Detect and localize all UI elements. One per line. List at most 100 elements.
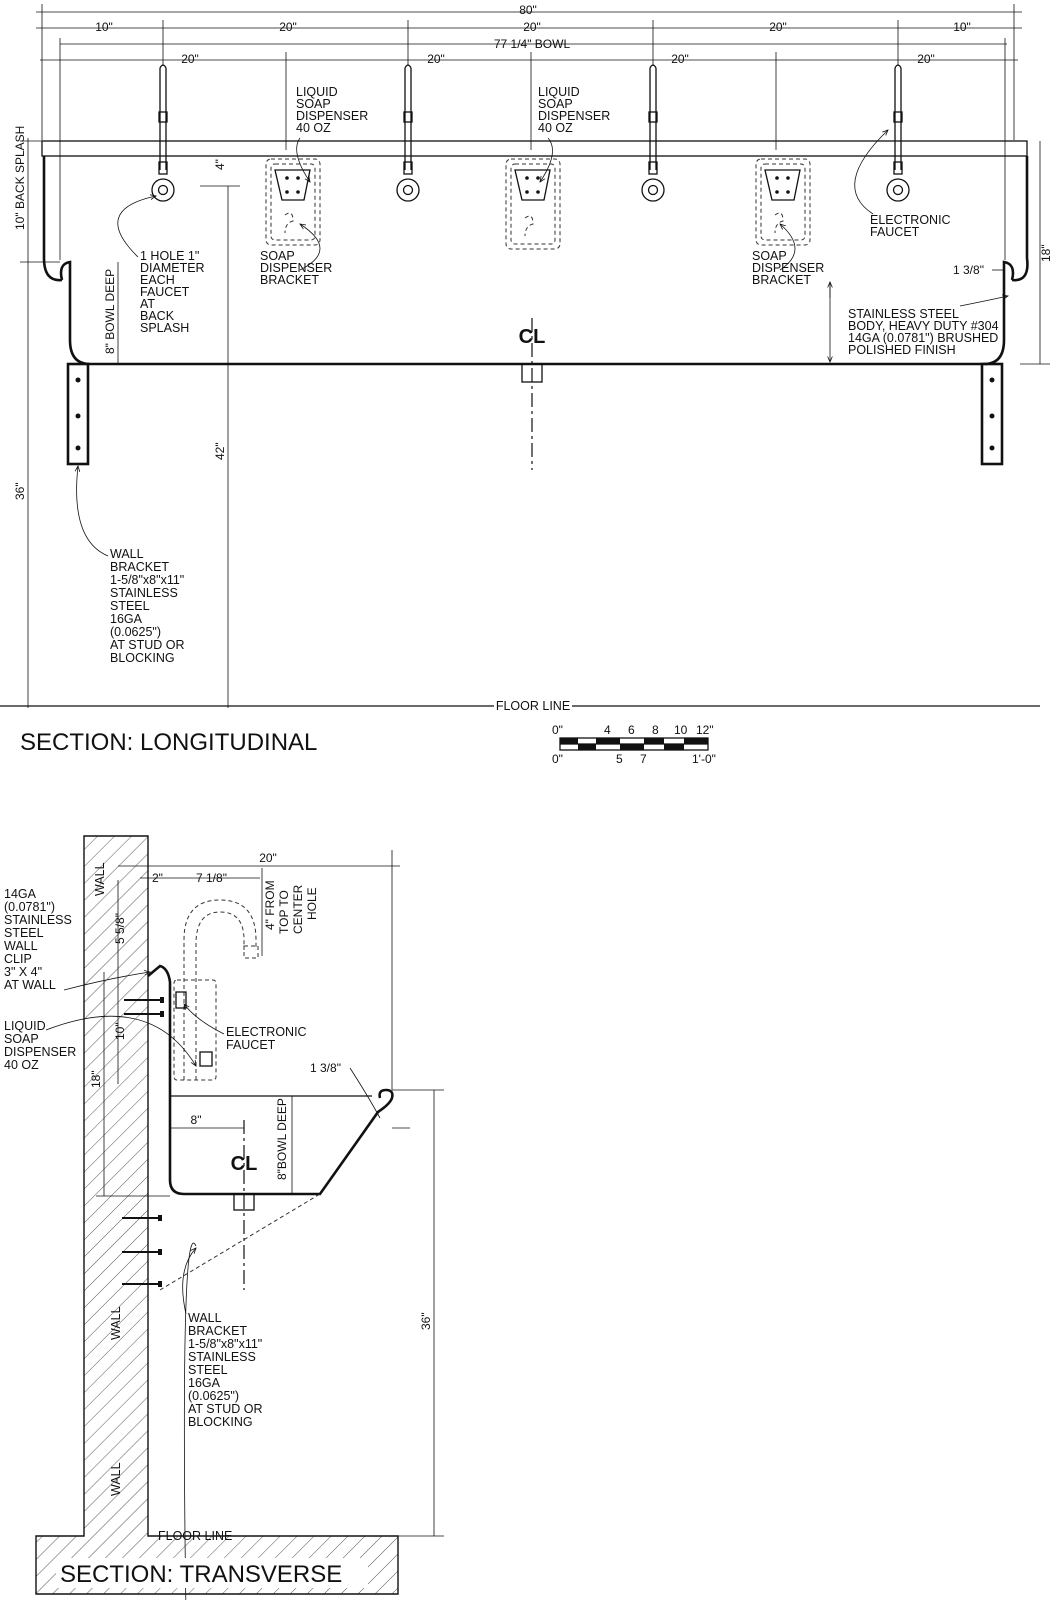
dim-end-right: 10" [953, 20, 971, 34]
scale-top-8: 8 [652, 723, 659, 737]
scale-block-top [664, 738, 684, 744]
floor-line-longitudinal: FLOOR LINE [0, 699, 1040, 713]
wall-bracket-left [66, 362, 90, 466]
dim-depth: 20" [259, 851, 277, 865]
sink-profile-transverse: CL [147, 964, 394, 1290]
dim-faucet-top-trans: 4" FROM [263, 880, 277, 930]
soap-dispenser-center [505, 158, 561, 250]
faucet-group [151, 64, 910, 202]
dim-bowl-offset: 8" [191, 1113, 202, 1127]
dim-36-long: 36" [13, 482, 27, 500]
wall-hatch: WALL WALL WALL [35, 835, 399, 1595]
scale-block-bottom [560, 744, 578, 750]
anchor-screw [124, 997, 164, 1003]
scale-bottom-5: 5 [616, 752, 623, 766]
label-soap-dispenser-trans: LIQUID SOAP DISPENSER 40 OZ [4, 1019, 80, 1072]
electronic-faucet-3 [641, 64, 665, 202]
dim-spacing-c: 20" [769, 20, 787, 34]
centerline-symbol: CL [519, 326, 546, 348]
label-soap-dispenser-2: LIQUID SOAP DISPENSER 40 OZ [538, 85, 614, 135]
wall-label-1: WALL [93, 862, 107, 896]
electronic-faucet-2 [396, 64, 420, 202]
anchor-screw [122, 1281, 162, 1287]
dim-splash-trans: 10" [113, 1022, 127, 1040]
label-faucet-hole: 1 HOLE 1" DIAMETER EACH FAUCET AT BACK S… [140, 249, 208, 335]
label-wall-bracket-trans: WALL BRACKET 1-5/8"x8"x11" STAINLESS STE… [188, 1311, 266, 1429]
title-longitudinal: SECTION: LONGITUDINAL [20, 729, 317, 756]
label-bracket-1: SOAP DISPENSER BRACKET [260, 249, 336, 287]
dim-faucet-top-trans-2: TOP TO [277, 890, 291, 934]
scale-block-bottom [664, 744, 684, 750]
title-backdrop [56, 1558, 368, 1588]
dim-overall: 80" [519, 3, 537, 17]
dim-faucet-top-trans-3: CENTER [291, 884, 305, 934]
dim-sub-3: 20" [671, 52, 689, 66]
scale-block-top [596, 738, 620, 744]
anchor-screws [122, 997, 164, 1287]
wall-label-3: WALL [109, 1462, 123, 1496]
scale-block-bottom [620, 744, 644, 750]
label-bracket-2: SOAP DISPENSER BRACKET [752, 249, 828, 287]
sink-body-longitudinal [41, 140, 1029, 366]
scale-block-top [684, 738, 708, 744]
dim-sub-2: 20" [427, 52, 445, 66]
dim-back-splash: 10" BACK SPLASH [13, 126, 27, 230]
floor-line-label-long: FLOOR LINE [496, 699, 570, 713]
transverse-dimensions: 20" 2" 7 1/8" 4" FROM TOP TO CENTER HOLE… [89, 850, 444, 1537]
label-soap-dispenser-1: LIQUID SOAP DISPENSER 40 OZ [296, 85, 372, 135]
side-dimensions-longitudinal: 10" BACK SPLASH 36" 8" BOWL DEEP 42" 4" … [13, 126, 1053, 708]
label-body-material: STAINLESS STEEL BODY, HEAVY DUTY #304 14… [848, 307, 1002, 357]
dim-sub-4: 20" [917, 52, 935, 66]
dim-lip-trans: 1 3/8" [310, 1061, 341, 1075]
label-wall-bracket-long: WALL BRACKET 1-5/8"x8"x11" STAINLESS STE… [110, 547, 188, 665]
label-electronic-faucet-long: ELECTRONIC FAUCET [870, 213, 954, 239]
dim-bowl: 77 1/4" BOWL [494, 37, 571, 51]
scale-block-bottom [578, 744, 596, 750]
centerline-symbol-trans: CL [231, 1153, 258, 1175]
drain-longitudinal: CL [519, 318, 546, 470]
dim-bowl-deep-trans: 8"BOWL DEEP [275, 1098, 289, 1180]
transverse-section: WALL WALL WALL CL 20" [4, 835, 444, 1605]
label-electronic-faucet-trans: ELECTRONIC FAUCET [226, 1025, 310, 1052]
dim-spacing-b: 20" [523, 20, 541, 34]
longitudinal-section: 80" 10" 20" 20" 20" 10" 77 1/4" BOWL 20"… [0, 3, 1053, 766]
scale-block-bottom [644, 744, 664, 750]
anchor-screw [122, 1249, 162, 1255]
scale-top-6: 6 [628, 723, 635, 737]
electronic-faucet-transverse [173, 899, 259, 1081]
transverse-annotations: 14GA (0.0781") STAINLESS STEEL WALL CLIP… [4, 887, 321, 1605]
soap-dispenser-left [265, 158, 321, 246]
dim-spacing-a: 20" [279, 20, 297, 34]
scale-block-bottom [596, 744, 620, 750]
electronic-faucet-1 [151, 64, 175, 202]
soap-dispenser-right [755, 158, 811, 246]
scale-block-top [620, 738, 644, 744]
scale-bar: 0" 4 6 8 10 12" 0" 5 7 1'-0" [552, 723, 716, 766]
longitudinal-annotations: LIQUID SOAP DISPENSER 40 OZ LIQUID SOAP … [77, 85, 1008, 665]
dim-18-long: 18" [1039, 244, 1053, 262]
dim-bowl-deep-long: 8" BOWL DEEP [103, 269, 117, 354]
scale-bottom-7: 7 [640, 752, 647, 766]
dim-clip-height: 5 5/8" [113, 913, 127, 944]
scale-block-top [644, 738, 664, 744]
dim-18-trans: 18" [89, 1070, 103, 1088]
scale-block-top [560, 738, 578, 744]
scale-top-12: 12" [696, 723, 714, 737]
dim-faucet-top-trans-4: HOLE [305, 887, 319, 920]
top-dimensions: 80" 10" 20" 20" 20" 10" 77 1/4" BOWL 20"… [36, 3, 1022, 260]
scale-top-0: 0" [552, 723, 563, 737]
dim-end-left: 10" [95, 20, 113, 34]
wall-bracket-right [980, 362, 1004, 466]
label-wall-clip: 14GA (0.0781") STAINLESS STEEL WALL CLIP… [4, 887, 75, 992]
anchor-screw [122, 1215, 162, 1221]
scale-bottom-1ft: 1'-0" [692, 752, 716, 766]
dim-sub-1: 20" [181, 52, 199, 66]
scale-bottom-0: 0" [552, 752, 563, 766]
wall-label-2: WALL [109, 1306, 123, 1340]
floor-line-label-trans: FLOOR LINE [158, 1529, 232, 1543]
scale-top-4: 4 [604, 723, 611, 737]
dim-lip-long: 1 3/8" [953, 263, 984, 277]
dim-42: 42" [213, 442, 227, 460]
